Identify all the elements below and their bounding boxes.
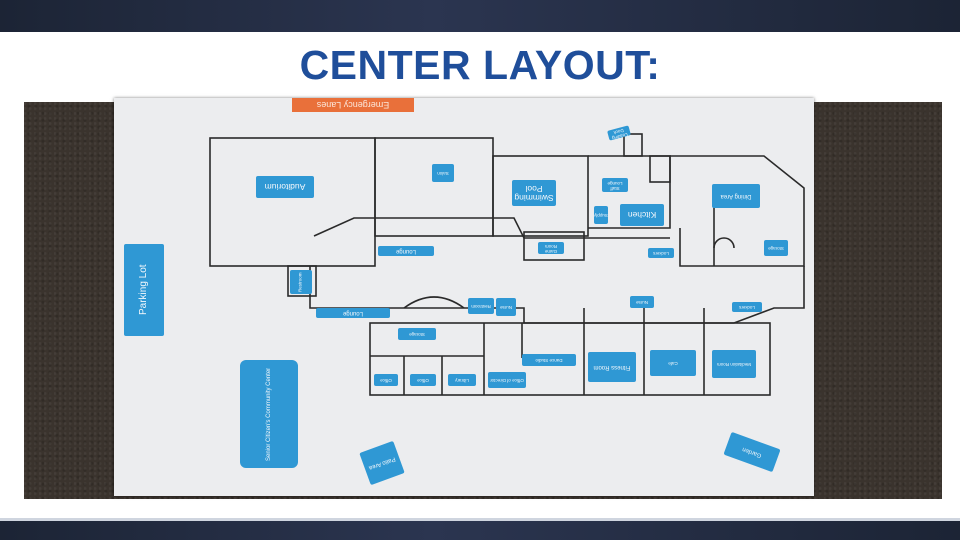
cafe-label: Cafe bbox=[650, 350, 696, 376]
storage-label: Storage bbox=[398, 328, 436, 340]
dining-area-label: Dining Area bbox=[712, 184, 760, 208]
floor-plan-walls bbox=[209, 133, 805, 396]
lockers-label: Lockers bbox=[732, 302, 762, 312]
dance-studio-label: Dance Studio bbox=[522, 354, 576, 366]
office-2-label: Office bbox=[410, 374, 436, 386]
swimming-pool-room bbox=[492, 155, 589, 237]
corridor-wall bbox=[313, 217, 670, 239]
top-banner-bar bbox=[0, 0, 960, 32]
storage-small-label: Storage bbox=[764, 240, 788, 256]
closet bbox=[649, 155, 671, 183]
door-arc bbox=[713, 237, 735, 249]
kitchen-label: Kitchen bbox=[620, 204, 664, 226]
closet bbox=[623, 133, 643, 157]
floor-plan-poster: Emergency Lanes bbox=[114, 98, 814, 496]
swimming-pool-label: Swimming Pool bbox=[512, 180, 556, 206]
floor-plan-photo: Emergency Lanes bbox=[24, 98, 942, 499]
lower-wing bbox=[369, 322, 771, 396]
game-room bbox=[523, 231, 585, 261]
game-room-label: Game Room bbox=[538, 242, 564, 254]
fitness-room-label: Fitness Room bbox=[588, 352, 636, 382]
meditation-room-label: Meditation Room bbox=[712, 350, 756, 378]
parking-lot-label: Parking Lot bbox=[124, 244, 164, 336]
slide-title: CENTER LAYOUT: bbox=[299, 42, 661, 88]
dining-wing bbox=[670, 155, 805, 267]
staff-lounge-label: Staff Lounge bbox=[602, 178, 628, 192]
nurse-small-label: Nurse bbox=[496, 298, 516, 316]
nurse-label: Nurse bbox=[630, 296, 654, 308]
director-office-label: Office of Director bbox=[488, 372, 526, 388]
bottom-banner-bar bbox=[0, 518, 960, 540]
auditorium-room bbox=[209, 137, 376, 267]
community-center-label: Senior Citizen's Community Center bbox=[240, 360, 298, 468]
office-1-label: Office bbox=[374, 374, 398, 386]
restroom-room bbox=[287, 265, 317, 297]
library-label: Library bbox=[448, 374, 476, 386]
supply-label: Supply bbox=[594, 206, 608, 224]
lockers-small-label: Lockers bbox=[648, 248, 674, 258]
auditorium-label: Auditorium bbox=[256, 176, 314, 198]
lounge-arc bbox=[403, 296, 465, 309]
room-upper-mid bbox=[374, 137, 494, 237]
salon-label: Salon bbox=[432, 164, 454, 182]
restroom-label: Restroom bbox=[290, 270, 312, 294]
lounge-main-label: Lounge bbox=[378, 246, 434, 256]
lounge-lower-label: Lounge bbox=[316, 308, 390, 318]
restroom-small-label: Restroom bbox=[468, 298, 494, 314]
